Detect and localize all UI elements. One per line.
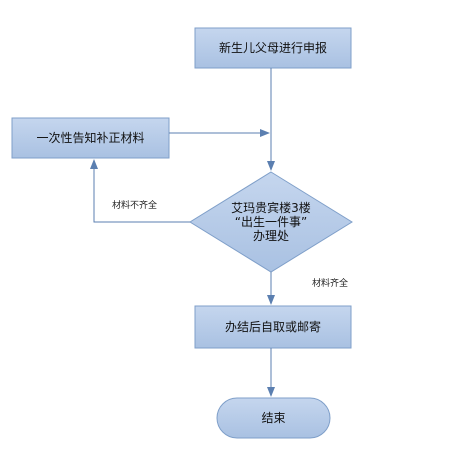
decision-line2: “出生一件事” bbox=[234, 215, 308, 229]
decision-label: 艾玛贵宾楼3楼 “出生一件事” 办理处 bbox=[205, 200, 337, 244]
deliver-box bbox=[194, 305, 352, 349]
apply-label: 新生儿父母进行申报 bbox=[218, 41, 327, 55]
supplement-box bbox=[11, 117, 170, 159]
end-label: 结束 bbox=[261, 411, 286, 425]
end-terminator bbox=[216, 397, 331, 439]
decision-line3: 办理处 bbox=[252, 229, 289, 243]
deliver-label: 办结后自取或邮寄 bbox=[224, 320, 321, 334]
arrow-incomplete-to-supplement bbox=[90, 159, 190, 223]
supplement-label: 一次性告知补正材料 bbox=[36, 131, 145, 145]
complete-label: 材料齐全 bbox=[312, 279, 349, 289]
incomplete-label: 材料不齐全 bbox=[112, 201, 158, 211]
apply-box bbox=[194, 27, 352, 69]
decision-line1: 艾玛贵宾楼3楼 bbox=[231, 201, 311, 215]
